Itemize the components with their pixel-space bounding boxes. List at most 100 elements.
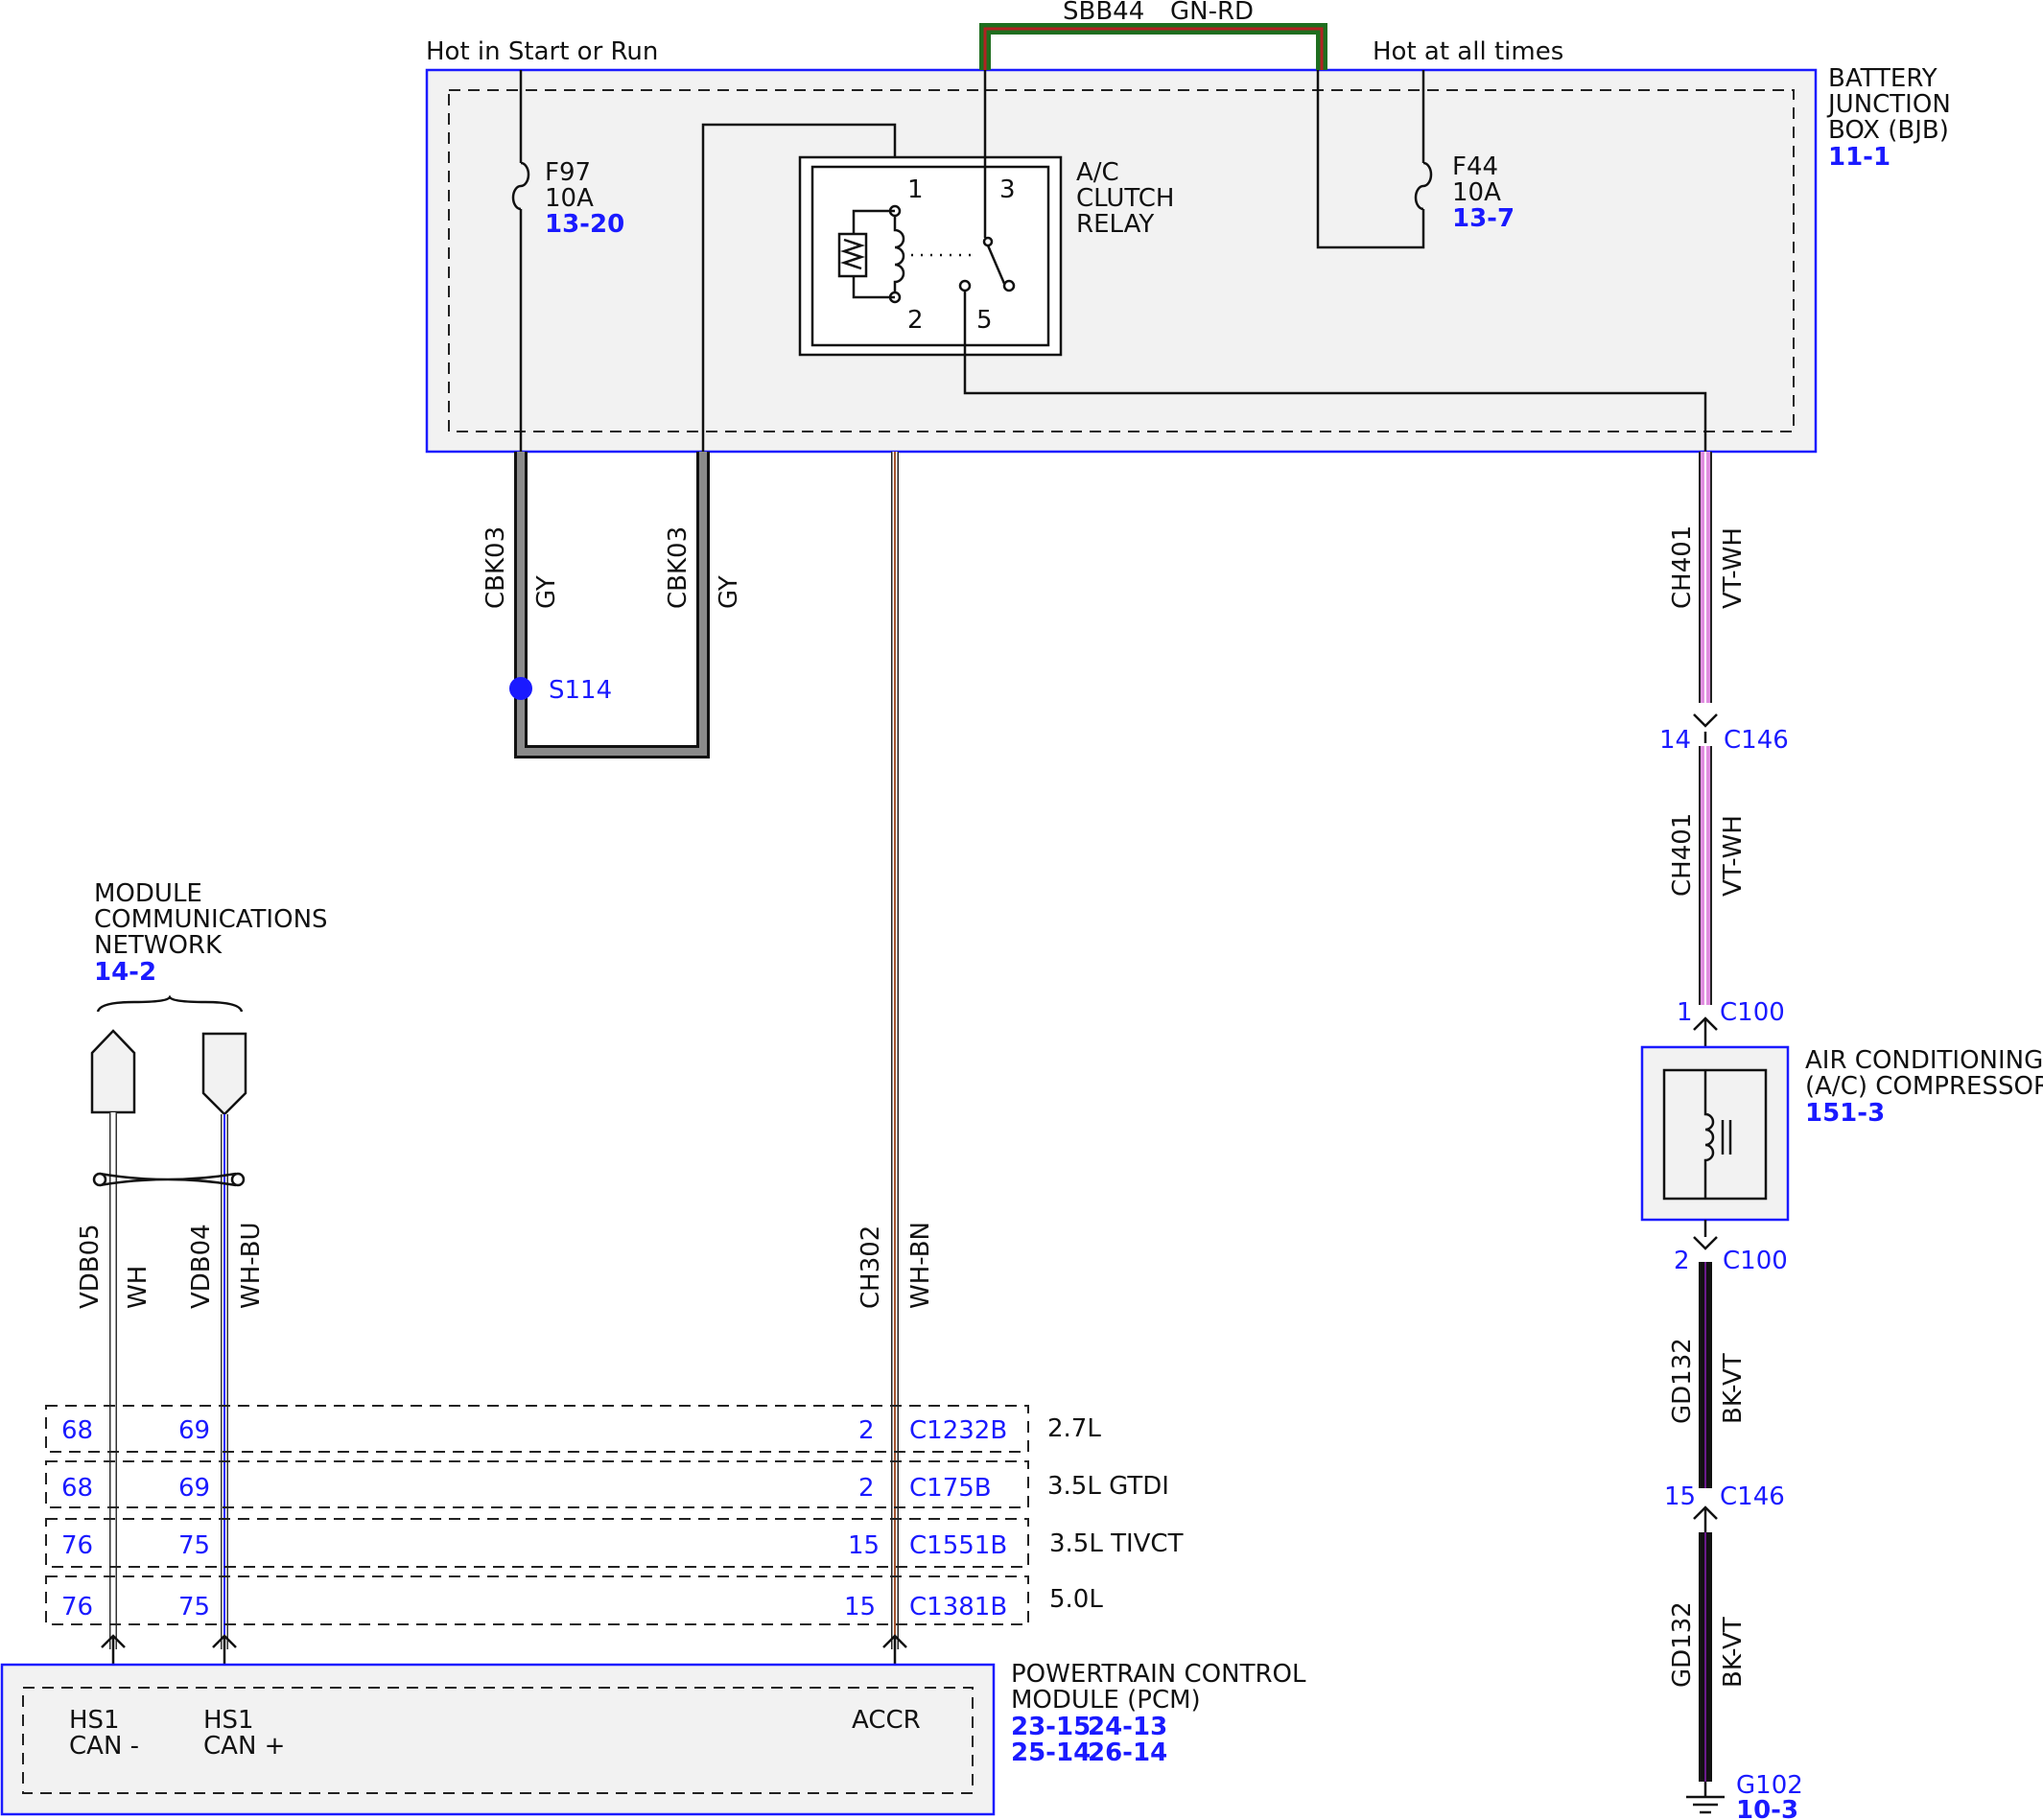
g102-label: G102	[1736, 1771, 1803, 1800]
network-label-line1: MODULE	[94, 879, 202, 908]
pcm-label-line2: MODULE (PCM)	[1011, 1686, 1201, 1715]
relay-pin3-label: 3	[999, 175, 1016, 204]
relay-switch-arm	[986, 245, 1007, 287]
compressor-label-line2: (A/C) COMPRESSOR	[1805, 1072, 2043, 1101]
network-label-line2: COMMUNICATIONS	[94, 905, 328, 934]
engine-row-mid-pin: 75	[178, 1593, 210, 1622]
vdb04-color-label: WH-BU	[237, 1222, 266, 1309]
pcm-inner-dashed	[22, 1687, 974, 1794]
relay-pin5-output-wire	[963, 291, 1707, 452]
network-connector-right-icon	[201, 1032, 247, 1116]
engine-row-label: 3.5L TIVCT	[1049, 1529, 1184, 1558]
engine-row-connector: C1232B	[909, 1416, 1007, 1445]
gd132-lower-color: BK-VT	[1719, 1617, 1748, 1688]
s114-label: S114	[549, 676, 612, 705]
engine-row-left-pin: 76	[61, 1593, 93, 1622]
relay-resistor-zigzag	[840, 238, 865, 270]
sbb44-wire	[979, 23, 1327, 70]
ch302-color-label: WH-BN	[906, 1222, 935, 1309]
pcm-label-line1: POWERTRAIN CONTROL	[1011, 1660, 1306, 1689]
cbk03-left-circuit: CBK03	[481, 526, 510, 609]
c100-top-name: C100	[1720, 998, 1785, 1027]
engine-row-box	[45, 1460, 1029, 1508]
relay-pin5-contact	[958, 279, 972, 292]
relay-pin5-label: 5	[976, 306, 993, 335]
relay-label-line1: A/C	[1076, 158, 1119, 187]
network-label-line3: NETWORK	[94, 931, 223, 960]
relay-label-line2: CLUTCH	[1076, 184, 1174, 213]
gd132-upper-color: BK-VT	[1719, 1353, 1748, 1424]
pcm-pin-can-plus-line2: CAN +	[203, 1732, 285, 1761]
f97-ref: 13-20	[545, 210, 624, 239]
engine-row-mid-pin: 69	[178, 1416, 210, 1445]
pcm-pin-accr: ACCR	[852, 1706, 921, 1735]
relay-pin3-contact	[1002, 279, 1016, 292]
ch401-lower-circuit: CH401	[1668, 813, 1697, 897]
cbk03-right-color: GY	[715, 575, 743, 609]
engine-row-right-pin: 15	[848, 1531, 880, 1560]
bjb-label-line3: BOX (BJB)	[1828, 116, 1949, 145]
c146-bottom-pin: 15	[1664, 1482, 1696, 1511]
sbb44-circuit-label: SBB44	[1063, 0, 1144, 26]
c146-top-connector-icon	[1693, 713, 1718, 728]
f44-fuse-icon	[1414, 161, 1433, 211]
hot-all-times-label: Hot at all times	[1373, 37, 1563, 66]
g102-ref: 10-3	[1736, 1796, 1798, 1820]
bjb-ref: 11-1	[1828, 143, 1890, 172]
bjb-label-line1: BATTERY	[1828, 64, 1937, 93]
engine-row-connector: C175B	[909, 1474, 992, 1503]
f97-name: F97	[545, 158, 591, 187]
engine-row-label: 3.5L GTDI	[1047, 1472, 1169, 1501]
f44-output-wire	[1316, 70, 1425, 249]
gd132-lower-circuit: GD132	[1668, 1601, 1697, 1688]
cbk03-wire-fill	[517, 452, 707, 756]
twisted-pair-icon	[99, 1172, 237, 1187]
engine-row-left-pin: 68	[61, 1474, 93, 1503]
c100-bottom-connector-icon	[1693, 1236, 1718, 1250]
hot-start-run-label: Hot in Start or Run	[426, 37, 658, 66]
compressor-ref: 151-3	[1805, 1099, 1885, 1128]
gd132-upper-circuit: GD132	[1668, 1338, 1697, 1424]
relay-pin1-label: 1	[907, 175, 924, 204]
pcm-ref: 23-15	[1011, 1713, 1091, 1741]
engine-row-label: 5.0L	[1049, 1585, 1103, 1614]
network-connector-left-icon	[90, 1029, 136, 1114]
engine-row-connector: C1381B	[909, 1593, 1007, 1622]
pcm-connector-arrow-icon	[101, 1634, 126, 1665]
c100-bottom-pin: 2	[1674, 1247, 1690, 1275]
pcm-connector-arrow-icon	[882, 1634, 907, 1665]
ch401-upper-circuit: CH401	[1668, 525, 1697, 609]
f97-fuse-icon	[511, 161, 530, 211]
engine-row-box	[45, 1518, 1029, 1568]
compressor-inner	[1662, 1068, 1768, 1201]
sbb44-color-label: GN-RD	[1170, 0, 1254, 26]
engine-row-box	[45, 1575, 1029, 1625]
engine-row-left-pin: 76	[61, 1531, 93, 1560]
compressor-core-lines	[1721, 1120, 1732, 1155]
twisted-pair-left-end	[92, 1172, 107, 1187]
c100-top-pin: 1	[1677, 998, 1693, 1027]
twisted-pair-right-end	[230, 1172, 246, 1187]
c100-bottom-name: C100	[1723, 1247, 1788, 1275]
bjb-box	[425, 68, 1818, 454]
sbb44-wire-tracer	[983, 27, 1324, 70]
c146-bottom-name: C146	[1720, 1482, 1785, 1511]
pcm-pin-can-minus-line2: CAN -	[69, 1732, 139, 1761]
f97-rating: 10A	[545, 184, 594, 213]
engine-row-connector: C1551B	[909, 1531, 1007, 1560]
engine-row-left-pin: 68	[61, 1416, 93, 1445]
compressor-label-line1: AIR CONDITIONING	[1805, 1046, 2043, 1075]
pcm-ref: 24-13	[1088, 1713, 1167, 1741]
f44-ref: 13-7	[1452, 204, 1515, 233]
ground-icon	[1686, 1782, 1725, 1814]
compressor-clutch-coil-icon	[1703, 1070, 1715, 1199]
pcm-pin-can-plus-line1: HS1	[203, 1706, 254, 1735]
f44-rating: 10A	[1452, 178, 1501, 207]
s114-splice-dot	[509, 677, 532, 700]
pcm-connector-arrow-icon	[212, 1634, 237, 1665]
cbk03-left-color: GY	[532, 575, 561, 609]
c146-top-pin: 14	[1659, 726, 1691, 755]
engine-row-right-pin: 2	[858, 1416, 875, 1445]
pcm-ref: 26-14	[1088, 1738, 1167, 1767]
